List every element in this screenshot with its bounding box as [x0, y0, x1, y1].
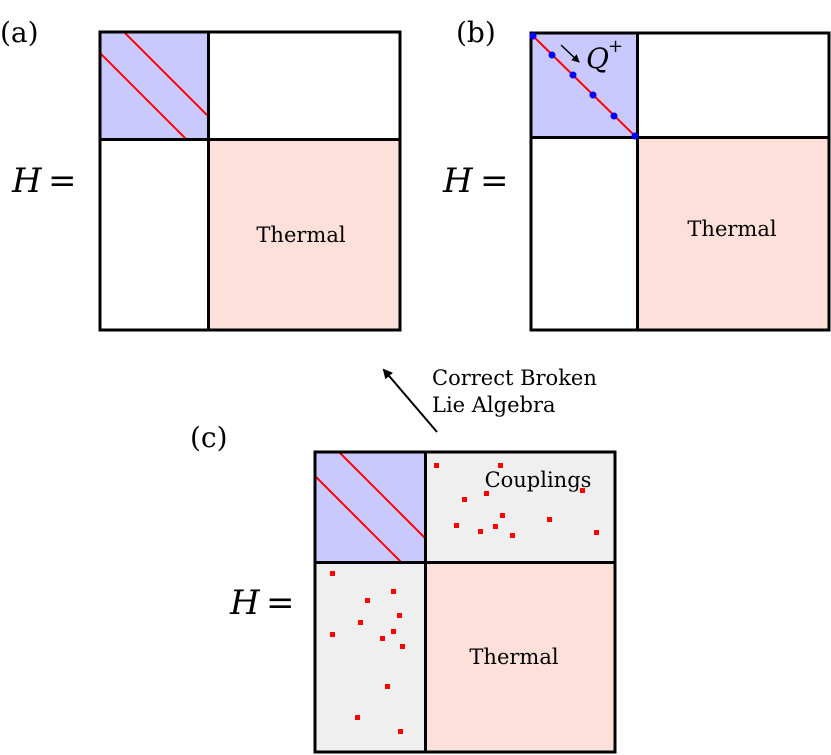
panel-a-thermal-label: Thermal: [256, 223, 345, 247]
panel-c-coupling-block-top: [425, 452, 614, 562]
panel-a-matrix-border: [98, 30, 402, 332]
coupling-dot: [498, 463, 503, 468]
panel-a-thermal-block: [209, 140, 399, 329]
panel-c-scar-lines: [315, 452, 425, 562]
panel-b-states: [529, 32, 639, 140]
coupling-dot: [391, 589, 396, 594]
coupling-dot: [462, 497, 467, 502]
panel-a-red-line: [100, 52, 187, 139]
annotation-line-1: Correct Broken: [432, 366, 597, 390]
panel-a-label: (a): [0, 16, 39, 49]
panel-b: (b) H = Thermal Q +: [442, 16, 831, 332]
panel-b-state-dot: [548, 51, 556, 59]
panel-c-coupling-dots-top: [434, 463, 599, 538]
panel-b-state-dot: [529, 32, 537, 40]
correction-arrow: [382, 368, 438, 433]
panel-b-state-dot: [610, 112, 618, 120]
coupling-dot: [500, 513, 505, 518]
coupling-dot: [493, 524, 498, 529]
coupling-dot: [400, 644, 405, 649]
coupling-dot: [398, 729, 403, 734]
annotation-line-2: Lie Algebra: [432, 393, 556, 417]
coupling-dot: [510, 533, 515, 538]
panel-c: (c) H = Thermal Couplings: [190, 421, 617, 754]
coupling-dot: [330, 571, 335, 576]
panel-b-h-symbol: H: [442, 161, 474, 201]
coupling-dot: [434, 463, 439, 468]
coupling-dot: [355, 715, 360, 720]
panel-c-red-line: [315, 475, 402, 562]
panel-b-label: (b): [456, 16, 496, 49]
coupling-dot: [385, 684, 390, 689]
coupling-dot: [330, 632, 335, 637]
coupling-dot: [391, 629, 396, 634]
panel-c-thermal-label: Thermal: [469, 645, 558, 669]
panel-c-red-line: [338, 452, 425, 539]
panel-b-q-superscript: +: [608, 36, 623, 57]
coupling-dot: [580, 488, 585, 493]
panel-a-scar-block: [100, 32, 208, 139]
panel-c-h-symbol: H: [229, 583, 261, 623]
panel-c-matrix-border: [313, 450, 617, 754]
panel-b-thermal-label: Thermal: [687, 217, 776, 241]
coupling-dot: [380, 636, 385, 641]
panel-c-label: (c): [190, 421, 228, 454]
panel-b-red-diagonal: [531, 34, 637, 138]
panel-c-couplings-label: Couplings: [485, 468, 592, 492]
panel-a-red-line: [123, 32, 208, 117]
correction-annotation: Correct Broken Lie Algebra: [382, 366, 597, 433]
panel-b-q-arrow: [560, 44, 580, 63]
panel-b-state-dot: [631, 132, 639, 140]
coupling-dot: [397, 613, 402, 618]
panel-c-scar-block: [315, 452, 425, 562]
panel-b-matrix-border: [529, 31, 831, 332]
panel-a-h-symbol: H: [11, 161, 43, 201]
coupling-dot: [454, 523, 459, 528]
panel-a-scar-lines: [100, 32, 208, 139]
panel-c-coupling-dots-left: [330, 571, 405, 734]
coupling-dot: [594, 530, 599, 535]
panel-a: (a) H = Thermal: [0, 16, 402, 332]
panel-c-coupling-block-left: [315, 562, 425, 752]
coupling-dot: [547, 517, 552, 522]
panel-c-thermal-block: [425, 562, 614, 752]
coupling-dot: [358, 620, 363, 625]
panel-b-thermal-block: [638, 138, 828, 329]
panel-b-equals: =: [480, 161, 509, 201]
panel-a-equals: =: [48, 161, 77, 201]
coupling-dot: [365, 598, 370, 603]
panel-b-state-dot: [589, 91, 597, 99]
panel-c-equals: =: [266, 583, 295, 623]
coupling-dot: [478, 529, 483, 534]
coupling-dot: [484, 491, 489, 496]
panel-b-q-symbol: Q: [586, 42, 609, 75]
panel-b-state-dot: [569, 71, 577, 79]
